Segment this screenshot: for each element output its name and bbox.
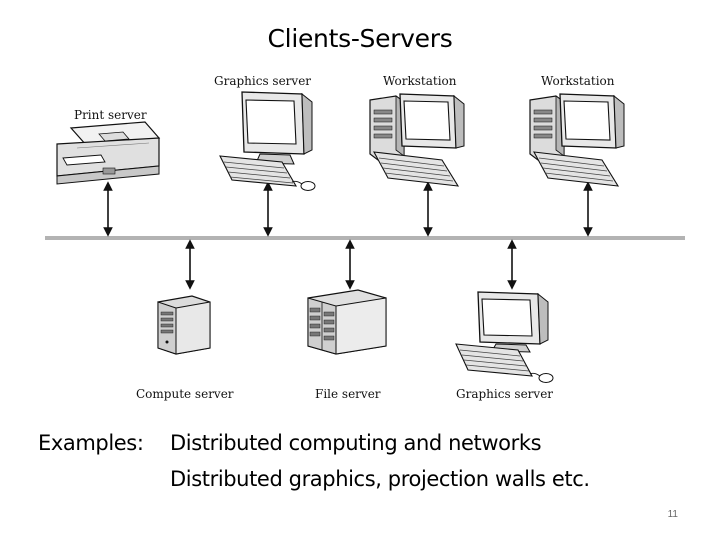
examples-line-2: Distributed graphics, projection walls e… xyxy=(170,467,590,491)
workstation-monitor-icon xyxy=(219,91,316,191)
printer-icon xyxy=(56,121,161,185)
compute-server-label: Compute server xyxy=(136,387,234,401)
examples-heading: Examples: xyxy=(38,431,144,455)
examples-line-1: Distributed computing and networks xyxy=(170,431,542,455)
workstation-label-1: Workstation xyxy=(383,74,457,88)
tower-server-icon xyxy=(157,295,211,355)
workstation-monitor-icon xyxy=(455,291,554,383)
workstation-label-2: Workstation xyxy=(541,74,615,88)
slide-title: Clients-Servers xyxy=(267,24,453,53)
page-number: 11 xyxy=(667,509,678,520)
client-server-diagram xyxy=(45,91,685,383)
desktop-computer-icon xyxy=(529,93,625,187)
file-server-label: File server xyxy=(315,387,381,401)
desktop-computer-icon xyxy=(369,93,465,187)
file-server-icon xyxy=(307,289,387,355)
print-server-label: Print server xyxy=(74,108,147,122)
examples-text: Examples: Distributed computing and netwo… xyxy=(38,425,590,497)
graphics-server-label-top: Graphics server xyxy=(214,74,312,88)
graphics-server-label-bottom: Graphics server xyxy=(456,387,554,401)
